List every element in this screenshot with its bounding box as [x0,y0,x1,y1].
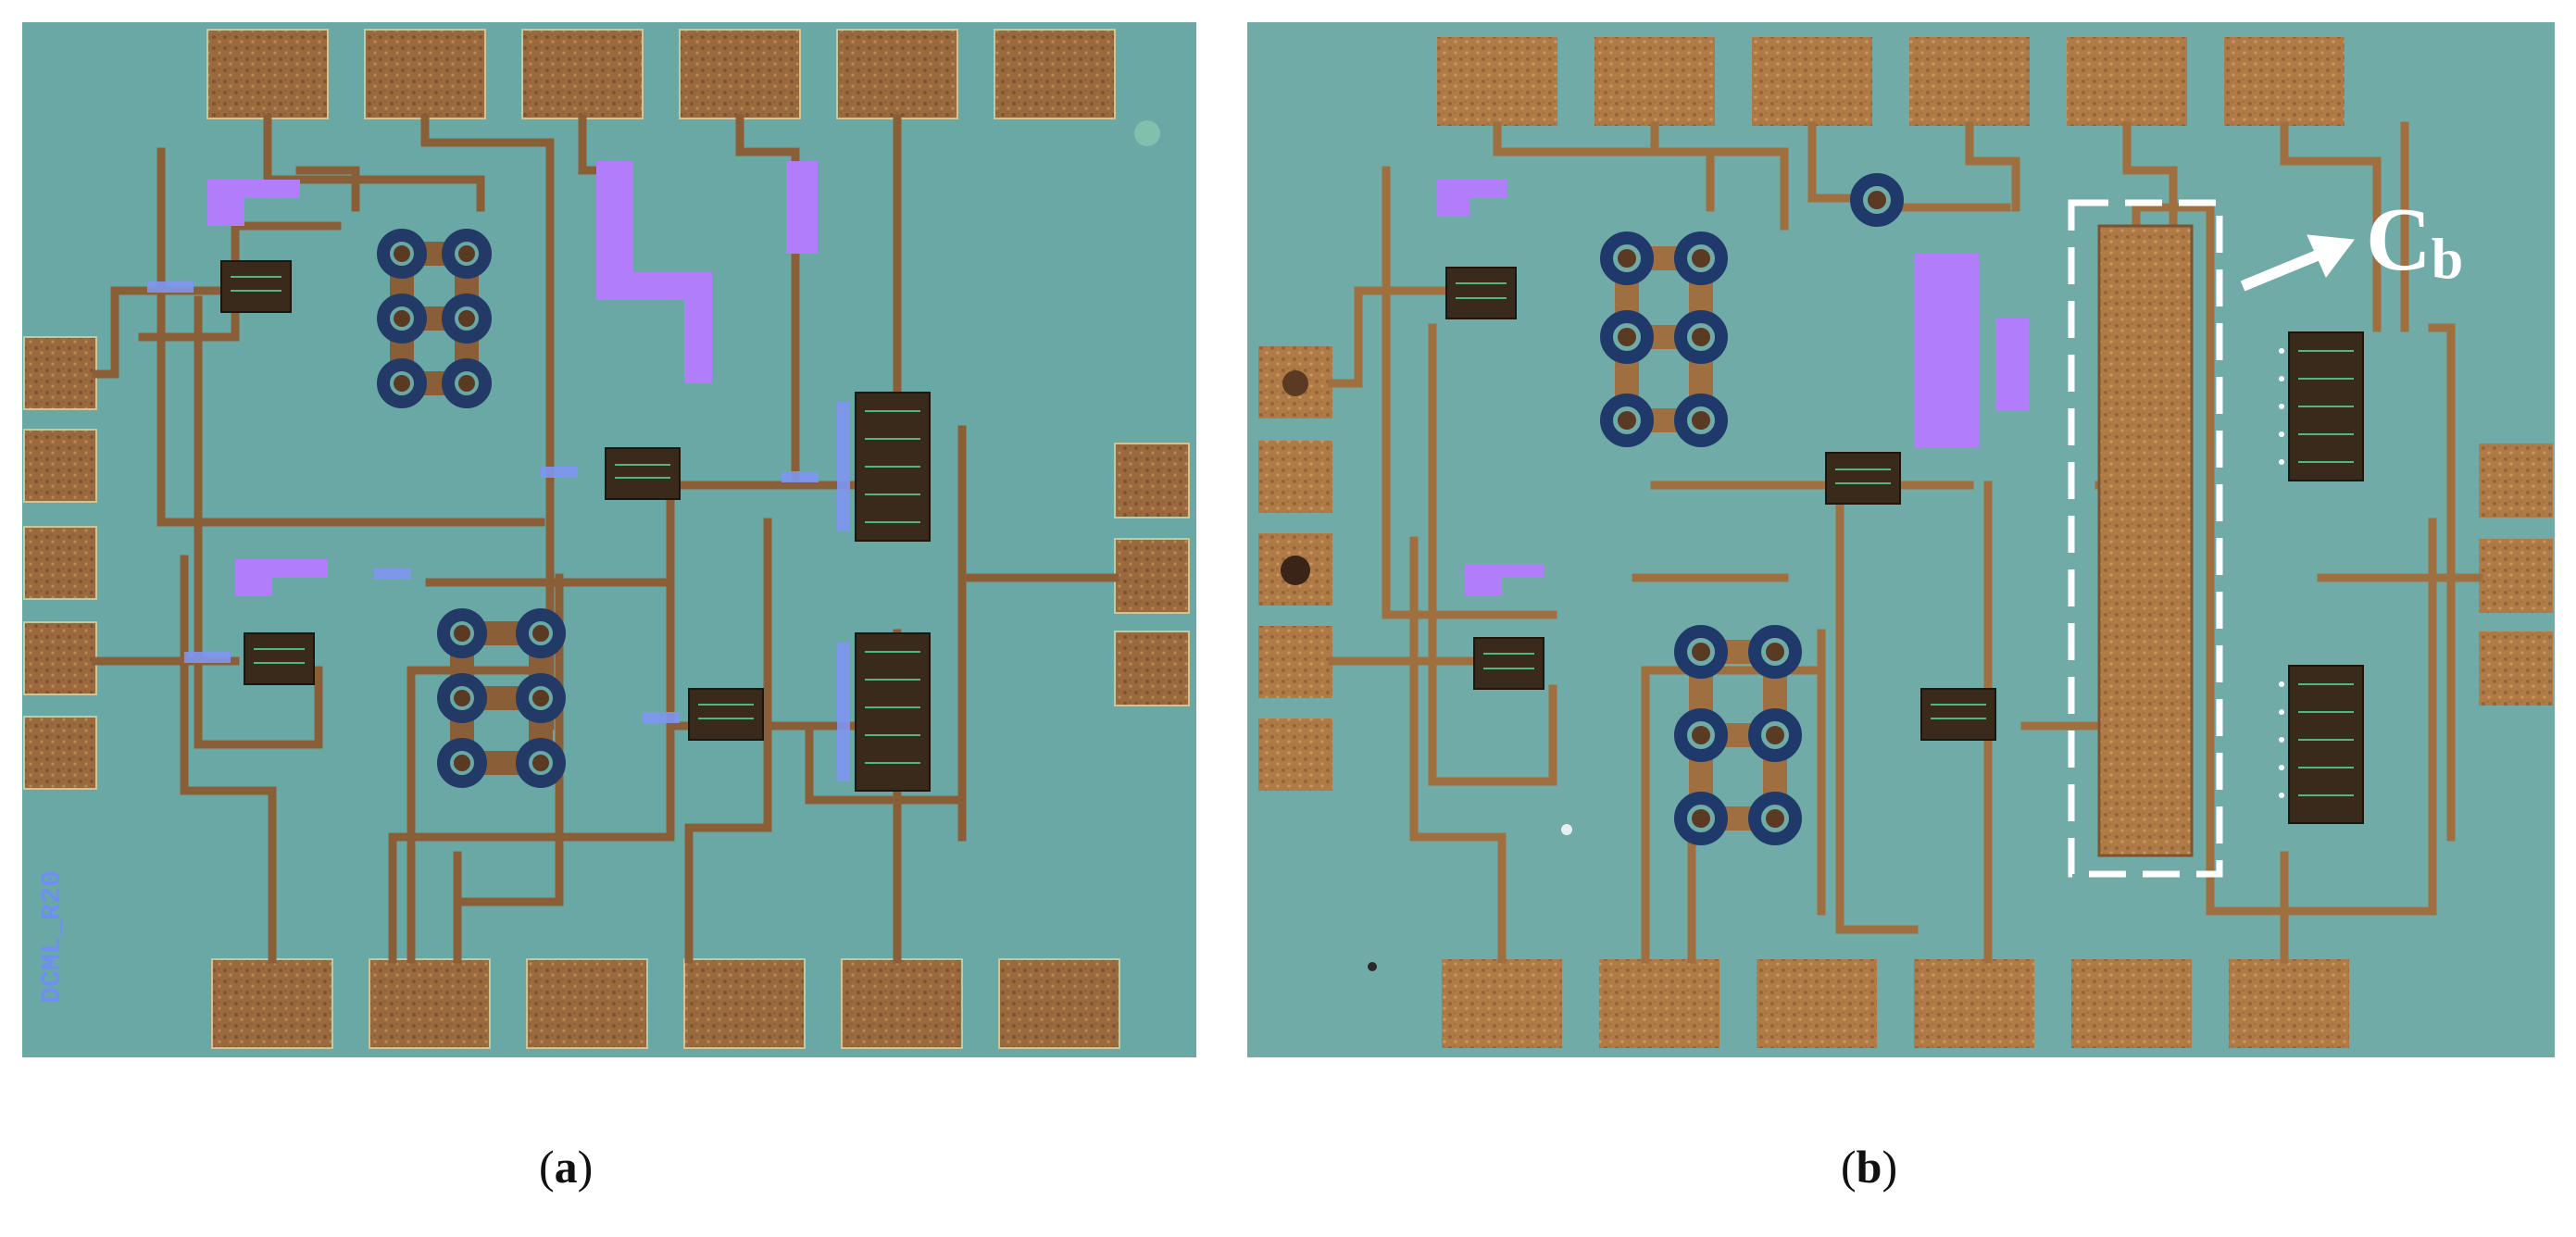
caption-b-letter: b [1856,1141,1882,1193]
cb-annotation-sub: b [2431,228,2464,292]
traces-b [1328,121,2483,964]
chip-label: DCML_R20 [37,870,69,1004]
right-pads [2479,444,2553,706]
resistors-a [207,161,818,596]
top-pads [206,29,1116,119]
vias-b [1600,173,1904,845]
speck [1561,824,1572,835]
vias-a [377,229,566,788]
caption-b: (b) [1841,1141,1898,1193]
cb-highlight-box [2068,199,2223,878]
caption-a-letter: a [554,1141,578,1193]
left-pads [23,336,97,790]
right-pads [1114,443,1190,706]
bottom-pads [1442,959,2349,1048]
capacitor-cb [2097,224,2194,857]
speck [1368,962,1377,971]
resistors-b [1437,180,2029,596]
substrate [1247,22,2555,1057]
transistors-b [1445,267,2364,824]
cb-annotation-main: C [2366,190,2432,290]
top-pads [1437,37,2345,126]
caption-a: (a) [539,1141,594,1193]
bottom-pads [211,958,1120,1049]
chip-photo-b [1247,22,2555,1057]
speck [1134,120,1160,146]
probe-mark [1281,556,1310,585]
caps-a [147,281,850,781]
probe-mark [1282,370,1308,396]
transistors-a [220,260,931,792]
cb-annotation: Cb [2366,194,2463,288]
chip-photo-a: DCML_R20 [22,22,1196,1057]
cb-arrow [2240,234,2355,292]
